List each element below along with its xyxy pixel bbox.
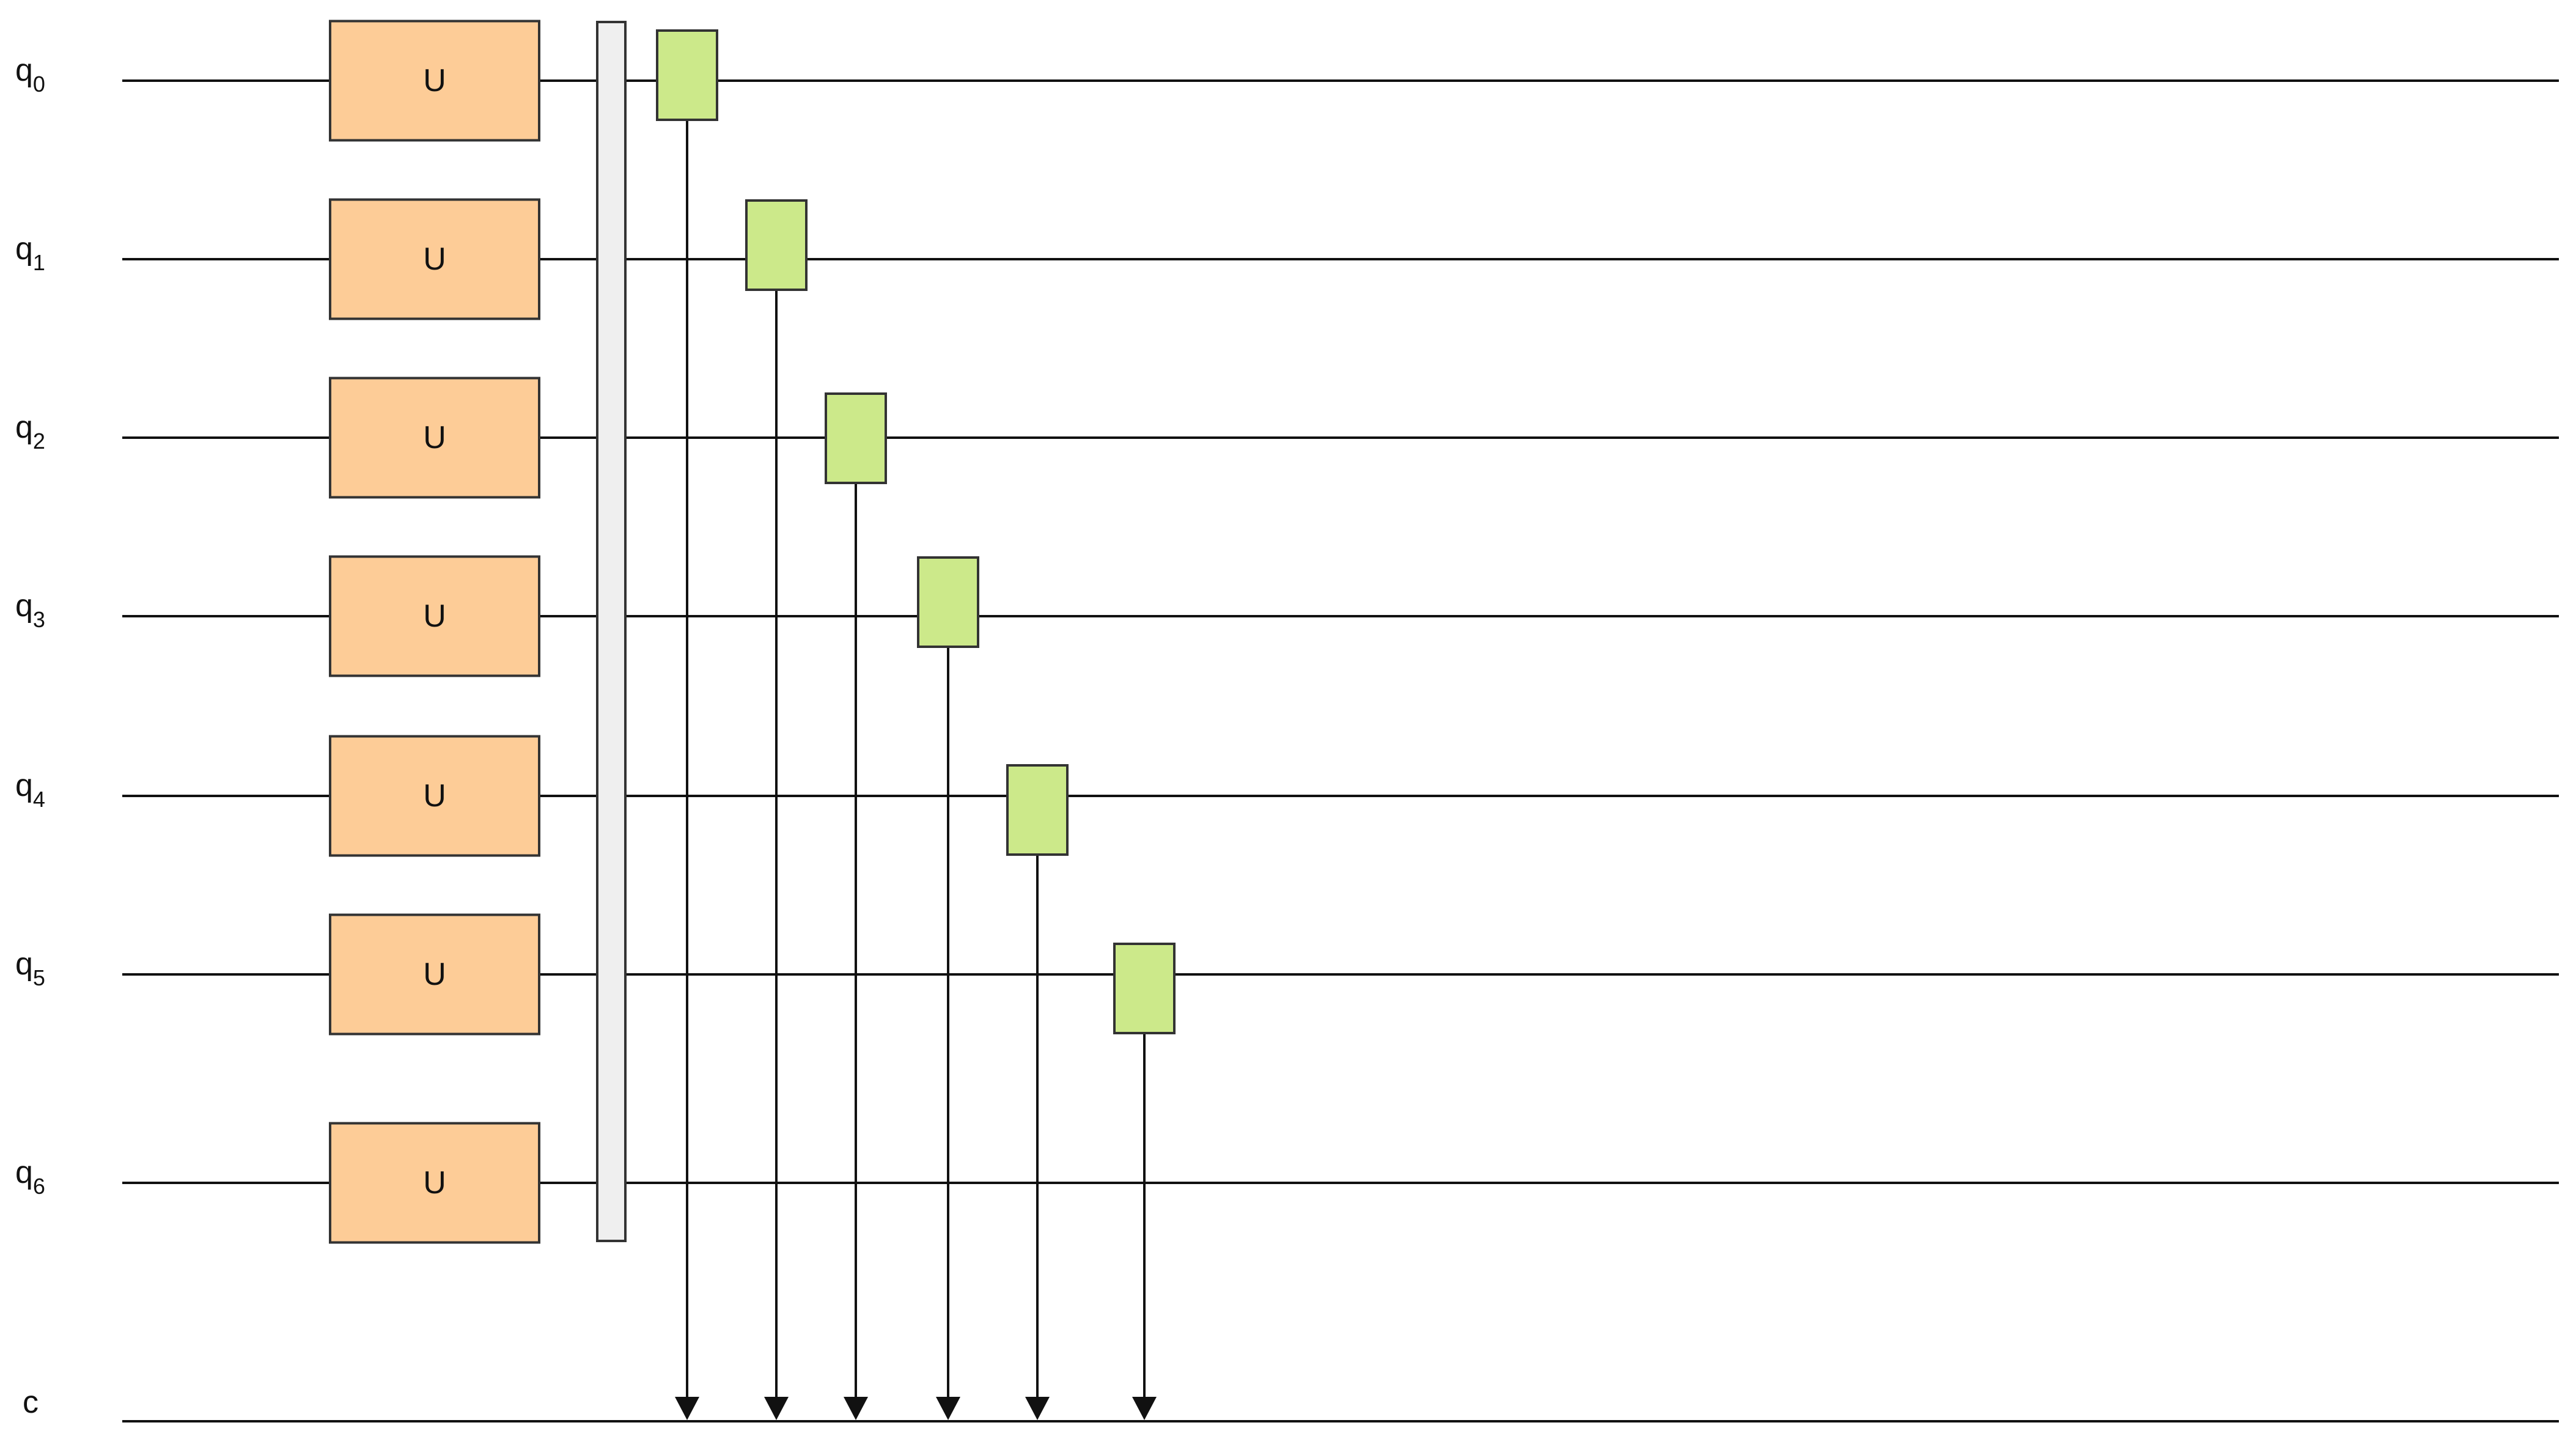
- qubit-index: 2: [33, 429, 45, 454]
- u-gate-q4: U: [329, 735, 540, 857]
- barrier: [596, 21, 627, 1242]
- u-gate-box: [329, 913, 540, 1036]
- measurement-box: [656, 29, 718, 121]
- u-gate-q6: U: [329, 1122, 540, 1244]
- u-gate-label: U: [423, 241, 446, 277]
- arrow-down-icon: [1025, 1397, 1050, 1420]
- u-gate-label: U: [423, 957, 446, 992]
- qubit-index: 1: [33, 250, 45, 275]
- qubit-index: 3: [33, 607, 45, 632]
- measurements: [656, 29, 1176, 1420]
- arrow-down-icon: [764, 1397, 789, 1420]
- qubit-label-4: q4: [15, 768, 45, 812]
- measurement-box: [745, 199, 808, 291]
- qubit-index: 5: [33, 965, 45, 990]
- qubit-label-1: q1: [15, 231, 45, 275]
- classical-register-label: c: [23, 1385, 39, 1420]
- measurement-box: [1006, 764, 1069, 856]
- arrow-down-icon: [1132, 1397, 1157, 1420]
- qubit-label-0: q0: [15, 53, 45, 97]
- measurement-q1: [745, 199, 808, 1420]
- measurement-box: [1113, 943, 1176, 1034]
- u-gate-q3: U: [329, 555, 540, 677]
- measurement-q2: [825, 392, 887, 1420]
- u-gate-box: [329, 555, 540, 677]
- u-gate-label: U: [423, 1165, 446, 1201]
- qubit-label-3: q3: [15, 588, 45, 632]
- qubit-label-5: q5: [15, 946, 45, 990]
- measurement-q4: [1006, 764, 1069, 1420]
- qubit-label-2: q2: [15, 410, 45, 454]
- u-gates: U U U U U U U: [329, 20, 540, 1244]
- measurement-box: [825, 392, 887, 484]
- u-gate-box: [329, 20, 540, 142]
- u-gate-label: U: [423, 63, 446, 98]
- qubit-index: 0: [33, 72, 45, 97]
- u-gate-q5: U: [329, 913, 540, 1036]
- u-gate-box: [329, 1122, 540, 1244]
- measurement-box: [917, 556, 979, 648]
- measurement-q3: [917, 556, 979, 1420]
- qubit-index: 6: [33, 1174, 45, 1199]
- u-gate-label: U: [423, 778, 446, 814]
- qubit-label-6: q6: [15, 1155, 45, 1199]
- u-gate-label: U: [423, 598, 446, 634]
- qubit-labels: q0 q1 q2 q3 q4 q5 q6 c: [15, 53, 45, 1420]
- measurement-q0: [656, 29, 718, 1420]
- u-gate-q1: U: [329, 198, 540, 320]
- arrow-down-icon: [936, 1397, 960, 1420]
- measurement-q5: [1113, 943, 1176, 1420]
- qubit-index: 4: [33, 787, 45, 812]
- barrier-layer: [596, 21, 627, 1242]
- arrow-down-icon: [675, 1397, 699, 1420]
- arrow-down-icon: [844, 1397, 868, 1420]
- u-gate-box: [329, 377, 540, 499]
- u-gate-box: [329, 735, 540, 857]
- u-gate-box: [329, 198, 540, 320]
- u-gate-q2: U: [329, 377, 540, 499]
- u-gate-label: U: [423, 420, 446, 455]
- u-gate-q0: U: [329, 20, 540, 142]
